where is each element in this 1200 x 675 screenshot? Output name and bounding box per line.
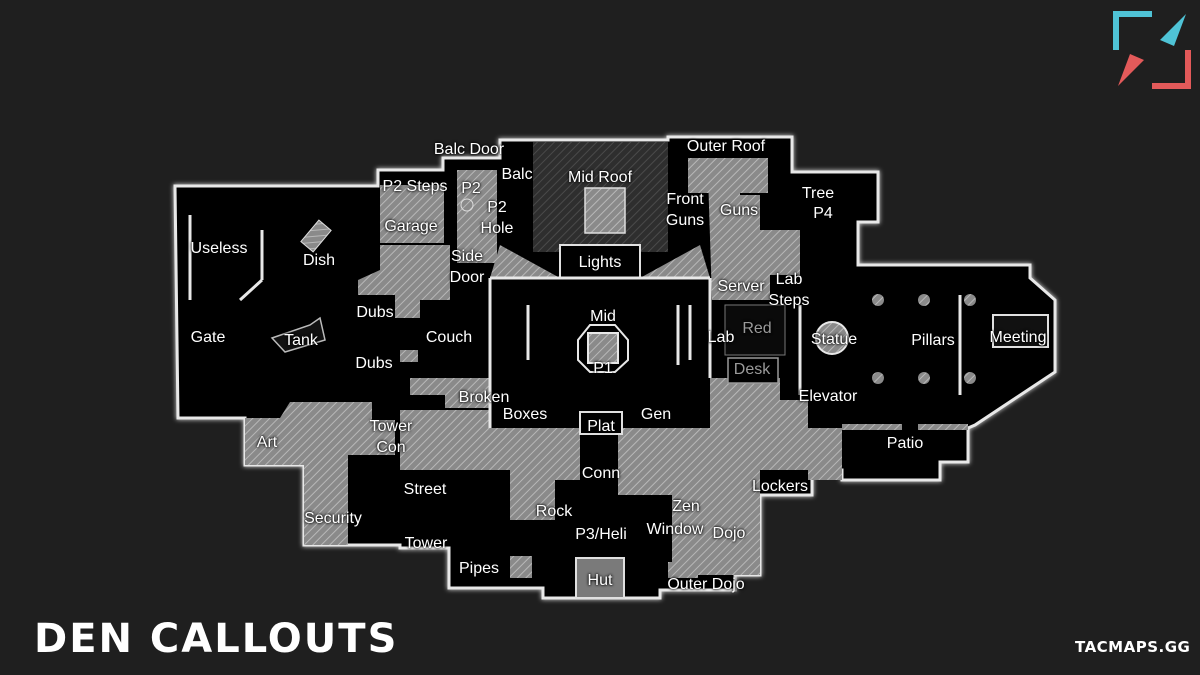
callout-p2-steps: P2 Steps [382, 178, 448, 195]
pillar-5 [918, 372, 930, 384]
gen-area [618, 378, 808, 575]
desk-box [727, 357, 779, 384]
garage-area [380, 185, 444, 243]
callout-tank: Tank [284, 332, 318, 349]
callout-server: Server [717, 278, 765, 295]
lights-left [490, 245, 560, 278]
callout-window: Window [646, 521, 704, 538]
callout-side: Side [450, 248, 484, 265]
callout-plat: Plat [587, 418, 615, 435]
callout-broken: Broken [458, 389, 510, 406]
dubs-area [358, 245, 450, 318]
callout-boxes: Boxes [502, 406, 548, 423]
callout-couch: Couch [425, 329, 473, 346]
callout-statue: Statue [810, 331, 858, 348]
callout-patio: Patio [886, 435, 924, 452]
callout-front: Front [666, 191, 704, 208]
callout-art: Art [256, 434, 278, 451]
callout-steps: Steps [768, 292, 810, 309]
callout-security: Security [304, 510, 362, 527]
callout-con: Con [376, 439, 406, 456]
callout-hole: Hole [480, 220, 514, 237]
interior-walls [188, 215, 962, 428]
callout-garage: Garage [384, 218, 438, 235]
callout-guns-front: Guns [665, 212, 705, 229]
guns-area [708, 175, 800, 300]
callout-balc: Balc [501, 166, 533, 183]
callout-zen: Zen [672, 498, 700, 515]
callout-lab-steps: Lab [775, 271, 803, 288]
statue-circle [815, 321, 849, 355]
boxes-conn-area [400, 410, 580, 520]
callout-pipes: Pipes [458, 560, 500, 577]
lockers-area [808, 428, 842, 480]
callout-p4: P4 [813, 205, 833, 222]
broken-area [410, 378, 490, 408]
mid-roof-block [584, 187, 626, 234]
callout-useless: Useless [190, 240, 248, 257]
callout-street: Street [403, 481, 447, 498]
couch-block [400, 350, 418, 362]
plat-room [579, 411, 623, 435]
callout-outer-roof: Outer Roof [686, 138, 766, 155]
callout-rock: Rock [535, 503, 573, 520]
p1-box [587, 332, 619, 364]
callout-lab: Lab [707, 329, 735, 346]
patio-bar-2 [918, 424, 968, 430]
callout-pillars: Pillars [911, 332, 955, 349]
callout-tower: Tower [404, 535, 448, 552]
callout-desk: Desk [733, 361, 771, 378]
pillar-6 [964, 372, 976, 384]
callout-p2: P2 [461, 180, 481, 197]
callout-meeting: Meeting [989, 329, 1047, 346]
p2-area [457, 170, 497, 263]
callout-p3-heli: P3/Heli [575, 526, 627, 543]
brand-watermark: TACMAPS.GG [1075, 638, 1191, 656]
callout-conn: Conn [581, 465, 621, 482]
callout-mid: Mid [590, 308, 616, 325]
callout-gate: Gate [190, 329, 226, 346]
callout-gen: Gen [640, 406, 672, 423]
pipes-block [510, 556, 532, 578]
callout-balc-door: Balc Door [433, 141, 505, 158]
callout-tower-con: Tower [369, 418, 413, 435]
callout-tree: Tree [801, 185, 835, 202]
callout-dish: Dish [302, 252, 336, 269]
pillar-4 [872, 372, 884, 384]
callout-lights: Lights [578, 254, 622, 271]
callout-lockers: Lockers [751, 478, 809, 495]
pillar-2 [918, 294, 930, 306]
callout-dojo: Dojo [712, 525, 746, 542]
tank-shape [270, 316, 326, 353]
p2-marker [460, 198, 474, 212]
art-tower-area [245, 402, 395, 545]
meeting-table [992, 314, 1049, 348]
callout-p1: P1 [593, 360, 613, 377]
callout-outer-dojo: Outer Dojo [667, 576, 745, 593]
callout-mid-roof: Mid Roof [567, 169, 633, 186]
callout-p2-hole: P2 [487, 199, 507, 216]
pillar-1 [872, 294, 884, 306]
callout-dubs-bottom: Dubs [355, 355, 393, 372]
patio-bar [842, 424, 902, 430]
page-title: DEN CALLOUTS [34, 616, 399, 662]
callout-guns: Guns [719, 202, 759, 219]
p1-octagon [577, 324, 629, 373]
hatched-areas [245, 142, 968, 578]
red-room [724, 304, 786, 356]
lights-right [640, 245, 710, 278]
pillar-3 [964, 294, 976, 306]
callout-hut: Hut [587, 572, 613, 589]
tacmaps-logo-icon [1113, 11, 1191, 89]
dish-box [300, 219, 332, 253]
callout-door: Door [449, 269, 485, 286]
map-props [270, 198, 976, 384]
callout-red: Red [742, 320, 772, 337]
callout-elevator: Elevator [798, 388, 858, 405]
hut-room [575, 557, 625, 599]
outer-dojo-block [668, 562, 698, 578]
callout-dubs-top: Dubs [356, 304, 394, 321]
